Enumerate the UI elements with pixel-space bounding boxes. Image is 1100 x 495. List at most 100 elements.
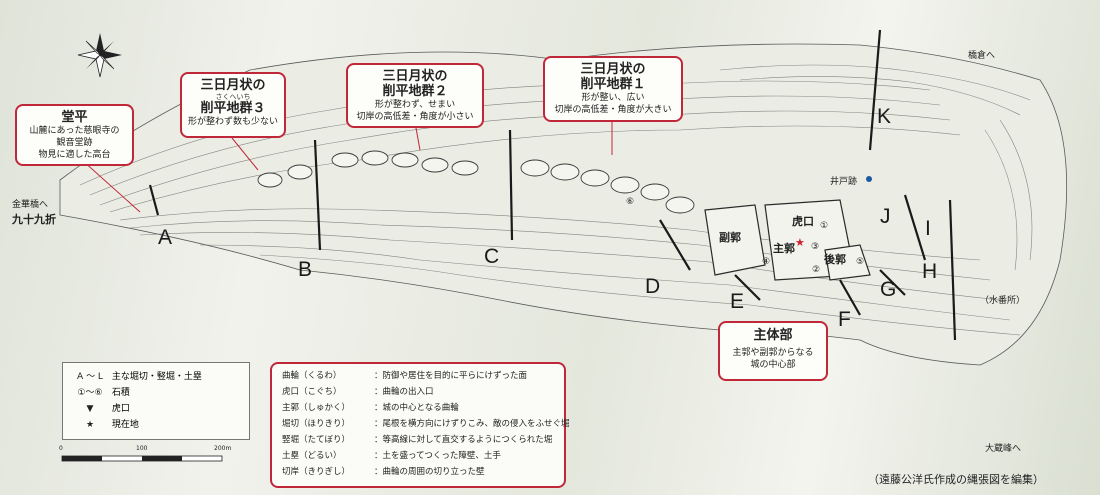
glossary-term: 土塁（どるい） [282, 451, 342, 461]
stonework-1: ① [820, 221, 829, 231]
scale-end: 200m [214, 445, 232, 452]
moat-label-a: A [158, 226, 173, 249]
label-kujukuori: 九十九折 [12, 213, 56, 226]
glossary-desc: ：土を盛ってつくった障壁、土手 [374, 451, 501, 461]
glossary-desc: ：城の中心となる曲輪 [374, 403, 459, 413]
glossary-term: 切岸（きりぎし） [282, 467, 351, 477]
glossary-row: 虎口（こぐち） ：曲輪の出入口 [282, 386, 434, 399]
moat-label-h: H [922, 260, 938, 283]
callout-line: 城の中心部 [750, 360, 796, 370]
callout-title: 削平地群３ [200, 101, 266, 116]
callout-line: 山麓にあった慈眼寺の [29, 126, 120, 136]
glossary-term: 竪堀（たてぼり） [282, 435, 351, 445]
callout-group1: 三日月状の 削平地群１ 形が整い、広い 切岸の高低差・角度が大きい [543, 56, 683, 122]
scale-bar [61, 455, 223, 462]
glossary-desc: ：尾根を横方向にけずりこみ、敵の侵入をふせぐ堀 [374, 419, 570, 429]
glossary-desc: ：曲輪の出入口 [374, 387, 434, 397]
callout-line: 形が整い、広い [581, 93, 645, 103]
callout-line: 切岸の高低差・角度が小さい [356, 112, 474, 122]
glossary-row: 曲輪（くるわ） ：防御や居住を目的に平らにけずった面 [282, 370, 527, 383]
label-ushiro: 後郭 [824, 253, 846, 266]
legend-text: 主な堀切・竪堀・土塁 [111, 372, 202, 382]
moat-label-b: B [298, 258, 313, 281]
label-osawa: 大蔵峰へ [985, 444, 1022, 454]
glossary-row: 土塁（どるい） ：土を盛ってつくった障壁、土手 [282, 450, 501, 463]
moat-label-d: D [645, 275, 661, 298]
callout-title: 三日月状の [382, 69, 448, 84]
main-enclosure [704, 199, 871, 281]
label-fukukaku: 副郭 [719, 231, 741, 244]
legend-symbol: A ～ L [77, 372, 103, 382]
callout-main: 主体部 主郭や副郭からなる 城の中心部 [718, 321, 828, 381]
glossary-row: 堀切（ほりきり） ：尾根を横方向にけずりこみ、敵の侵入をふせぐ堀 [282, 418, 570, 431]
ridge-outline [59, 43, 1068, 366]
well-marker [866, 176, 872, 182]
legend-symbol: ▼ [86, 404, 94, 414]
scale-mid: 100 [136, 445, 148, 452]
callout-group2: 三日月状の 削平地群２ 形が整わず、せまい 切岸の高低差・角度が小さい [346, 63, 484, 128]
moat-label-i: I [925, 217, 931, 240]
glossary-row: 切岸（きりぎし） ：曲輪の周囲の切り立った壁 [282, 466, 485, 479]
label-kuchi: 虎口 [792, 215, 814, 228]
glossary-term: 虎口（こぐち） [282, 387, 342, 397]
stonework-4: ④ [762, 257, 771, 267]
scale-zero: 0 [59, 445, 63, 452]
glossary-desc: ：等高線に対して直交するようにつくられた堀 [374, 435, 553, 445]
callout-line: 主郭や副郭からなる [732, 348, 814, 358]
terraces [257, 150, 695, 214]
glossary-term: 堀切（ほりきり） [282, 419, 351, 429]
legend-text: 虎口 [111, 404, 130, 414]
glossary-term: 主郭（しゅかく） [282, 403, 351, 413]
legend-text: 石積 [111, 388, 130, 398]
callout-line: 形が整わず数も少ない [187, 117, 278, 127]
stonework-6: ⑥ [626, 197, 635, 207]
legend-row: ①～⑥ 石積 [71, 387, 130, 399]
callout-dohira: 堂平 山麓にあった慈眼寺の 観音堂跡 物見に適した高台 [15, 104, 134, 166]
legend-row: ★ 現在地 [71, 419, 139, 431]
callout-title: 削平地群２ [382, 84, 448, 99]
moat-label-g: G [880, 278, 897, 301]
glossary-box: 曲輪（くるわ） ：防御や居住を目的に平らにけずった面 虎口（こぐち） ：曲輪の出入口… [270, 362, 570, 488]
label-itakura: 橋倉へ [968, 51, 996, 61]
legend-symbol: ★ [85, 420, 95, 430]
callout-title: 削平地群１ [580, 77, 646, 92]
map-legend: A ～ L 主な堀切・竪堀・土塁 ①～⑥ 石積 ▼ 虎口 ★ 現在地 [62, 362, 250, 440]
callout-title: 三日月状の [200, 78, 266, 93]
glossary-row: 主郭（しゅかく） ：城の中心となる曲輪 [282, 402, 459, 415]
label-shukaku: 主郭 [773, 242, 795, 255]
callout-title: 三日月状の [580, 62, 646, 77]
legend-row: A ～ L 主な堀切・竪堀・土塁 [71, 371, 202, 383]
label-kinkabashi: 金華橋へ [12, 200, 49, 210]
glossary-desc: ：曲輪の周囲の切り立った壁 [374, 467, 485, 477]
legend-row: ▼ 虎口 [71, 403, 130, 415]
moat-label-c: C [484, 245, 500, 268]
callout-group3: 三日月状の さくへいち 削平地群３ 形が整わず数も少ない [180, 72, 286, 138]
callout-ruby: さくへいち [215, 93, 251, 101]
contour-lines [79, 64, 1033, 336]
label-ido: 井戸跡 [830, 177, 858, 187]
stonework-5: ⑤ [856, 257, 865, 267]
stonework-3: ③ [811, 242, 820, 252]
label-mizunomi: （水番所） [980, 296, 1026, 306]
source-credit: （遠藤公洋氏作成の縄張図を編集） [868, 473, 1044, 486]
callout-line: 切岸の高低差・角度が大きい [554, 105, 672, 115]
stonework-2: ② [812, 265, 821, 275]
glossary-row: 竪堀（たてぼり） ：等高線に対して直交するようにつくられた堀 [282, 434, 552, 447]
legend-symbol: ①～⑥ [77, 388, 103, 398]
glossary-desc: ：防御や居住を目的に平らにけずった面 [374, 371, 528, 381]
moat-label-f: F [838, 308, 851, 331]
moat-label-k: K [877, 105, 892, 128]
callout-line: 物見に適した高台 [38, 150, 111, 160]
moat-label-e: E [730, 290, 745, 313]
callout-title: 主体部 [753, 328, 793, 343]
callout-line: 観音堂跡 [56, 138, 93, 148]
compass-rose [77, 33, 122, 78]
current-location-star: ★ [795, 236, 805, 249]
moat-marks [148, 29, 957, 341]
glossary-term: 曲輪（くるわ） [282, 371, 342, 381]
callout-line: 形が整わず、せまい [374, 100, 456, 110]
legend-text: 現在地 [111, 420, 139, 430]
moat-label-j: J [880, 205, 891, 228]
